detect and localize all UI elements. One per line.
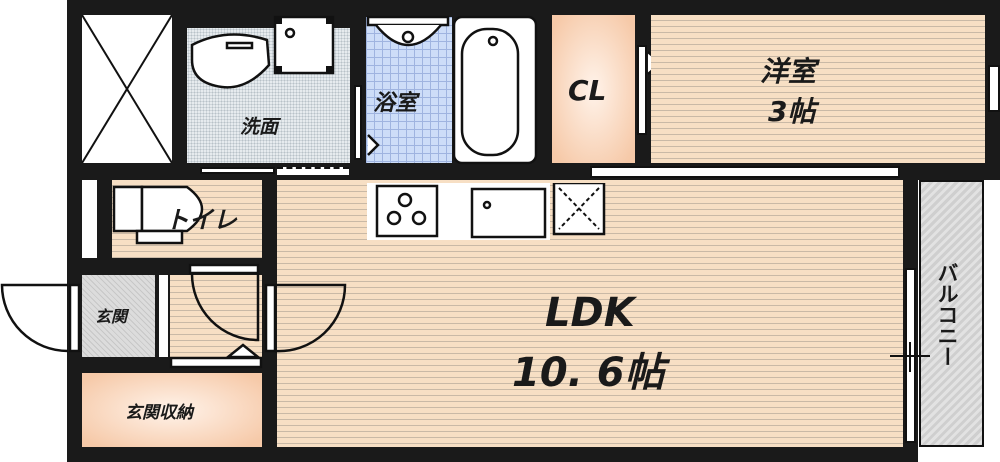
sliding-door-washroom[interactable] [200,167,275,174]
sliding-door-western[interactable] [590,166,900,178]
door-swings [0,263,347,369]
label-western-room-size: 3帖 [768,95,816,128]
bathtub-icon [366,15,538,165]
label-balcony: バルコニー [935,262,959,367]
label-entrance-storage: 玄関収納 [125,403,193,423]
ldk-door-icon [274,283,347,353]
label-bathroom: 浴室 [373,91,418,116]
vent-strip [277,167,349,175]
label-ldk-size: 10. 6帖 [512,350,665,396]
label-closet: CL [568,74,607,107]
entrance-door-icon [0,283,69,353]
room-closet [552,15,635,163]
washroom-door[interactable] [354,85,362,160]
room-bathroom [366,17,452,163]
room-entrance-storage [82,373,262,447]
western-window[interactable] [988,65,1000,112]
closet-door[interactable] [637,45,647,135]
cross-mark-icon [81,14,173,164]
cross-marker-icon [890,342,930,372]
label-ldk: LDK [545,290,635,336]
kitchen-fixtures [375,183,606,239]
hall-door-icon [190,272,260,342]
washing-machine-space [81,14,173,164]
label-toilet: トイレ [165,206,237,234]
room-western [651,15,985,163]
label-washroom: 洗面 [240,116,279,138]
hall-wall-strip [159,275,168,357]
room-balcony [919,180,984,447]
room-entrance [82,275,155,357]
toilet-icon [112,185,204,245]
label-entrance: 玄関 [95,307,128,326]
hallway [170,275,262,357]
sink-icon [470,187,547,239]
toilet-window[interactable] [82,180,97,258]
washbasin-icon [190,15,335,89]
label-western-room: 洋室 [760,55,817,88]
